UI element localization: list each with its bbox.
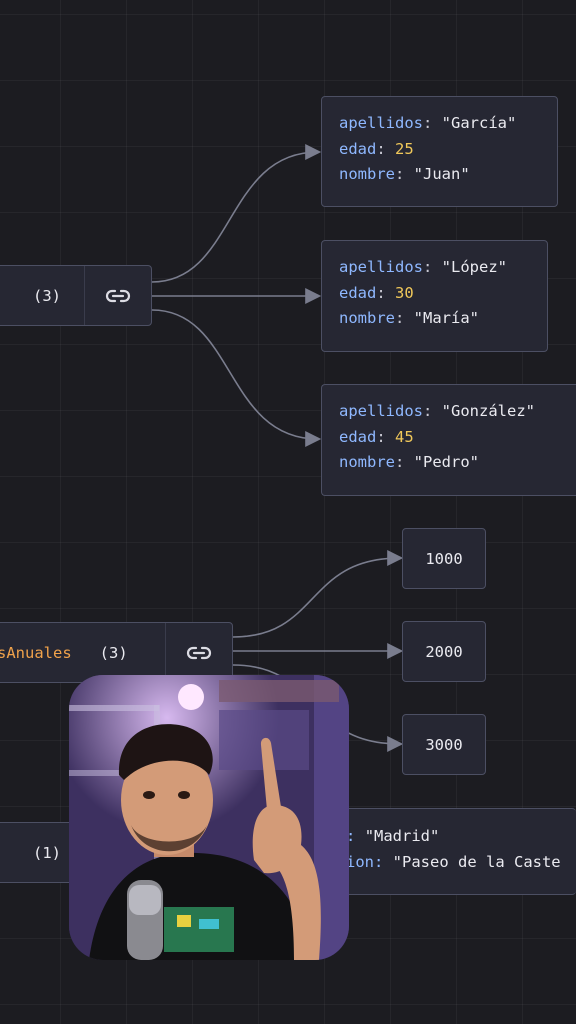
field-apellidos: apellidos: "González" xyxy=(339,402,535,420)
field-nombre: nombre: "Pedro" xyxy=(339,453,479,471)
presenter-image xyxy=(69,675,349,960)
field-edad: edad: 25 xyxy=(339,139,414,158)
field-ciudad: : "Madrid" xyxy=(346,827,440,845)
field-edad: edad: 30 xyxy=(339,283,414,302)
person-node-lopez[interactable]: apellidos: "López" edad: 30 nombre: "Mar… xyxy=(321,240,548,352)
edge-to-1000 xyxy=(232,550,404,638)
value-node-2000[interactable]: 2000 xyxy=(402,621,486,682)
link-icon[interactable] xyxy=(84,266,151,325)
field-apellidos: apellidos: "García" xyxy=(339,114,517,132)
value-text: 2000 xyxy=(425,642,463,661)
value-text: 3000 xyxy=(425,735,463,754)
webcam-overlay xyxy=(69,675,349,960)
ventas-array-node[interactable]: sAnuales (3) xyxy=(0,622,233,683)
link-icon[interactable] xyxy=(165,623,232,682)
field-edad: edad: 45 xyxy=(339,427,414,446)
value-node-1000[interactable]: 1000 xyxy=(402,528,486,589)
array-label: sAnuales xyxy=(0,643,72,662)
array-count: (3) xyxy=(33,286,61,305)
person-node-gonzalez[interactable]: apellidos: "González" edad: 45 nombre: "… xyxy=(321,384,576,496)
field-nombre: nombre: "Juan" xyxy=(339,165,470,183)
field-direccion: ion: "Paseo de la Caste xyxy=(346,852,561,871)
value-node-3000[interactable]: 3000 xyxy=(402,714,486,775)
edge-to-garcia xyxy=(151,144,322,283)
edge-to-gonzalez xyxy=(151,309,322,447)
field-nombre: nombre: "María" xyxy=(339,309,479,327)
value-text: 1000 xyxy=(425,549,463,568)
field-apellidos: apellidos: "López" xyxy=(339,258,507,276)
direccion-object-link-node[interactable]: (1) xyxy=(0,822,76,883)
direccion-node[interactable]: : "Madrid" ion: "Paseo de la Caste xyxy=(333,808,576,895)
object-count: (1) xyxy=(33,843,61,862)
people-array-node[interactable]: (3) xyxy=(0,265,152,326)
person-node-garcia[interactable]: apellidos: "García" edad: 25 nombre: "Ju… xyxy=(321,96,558,207)
array-count: (3) xyxy=(99,643,128,662)
